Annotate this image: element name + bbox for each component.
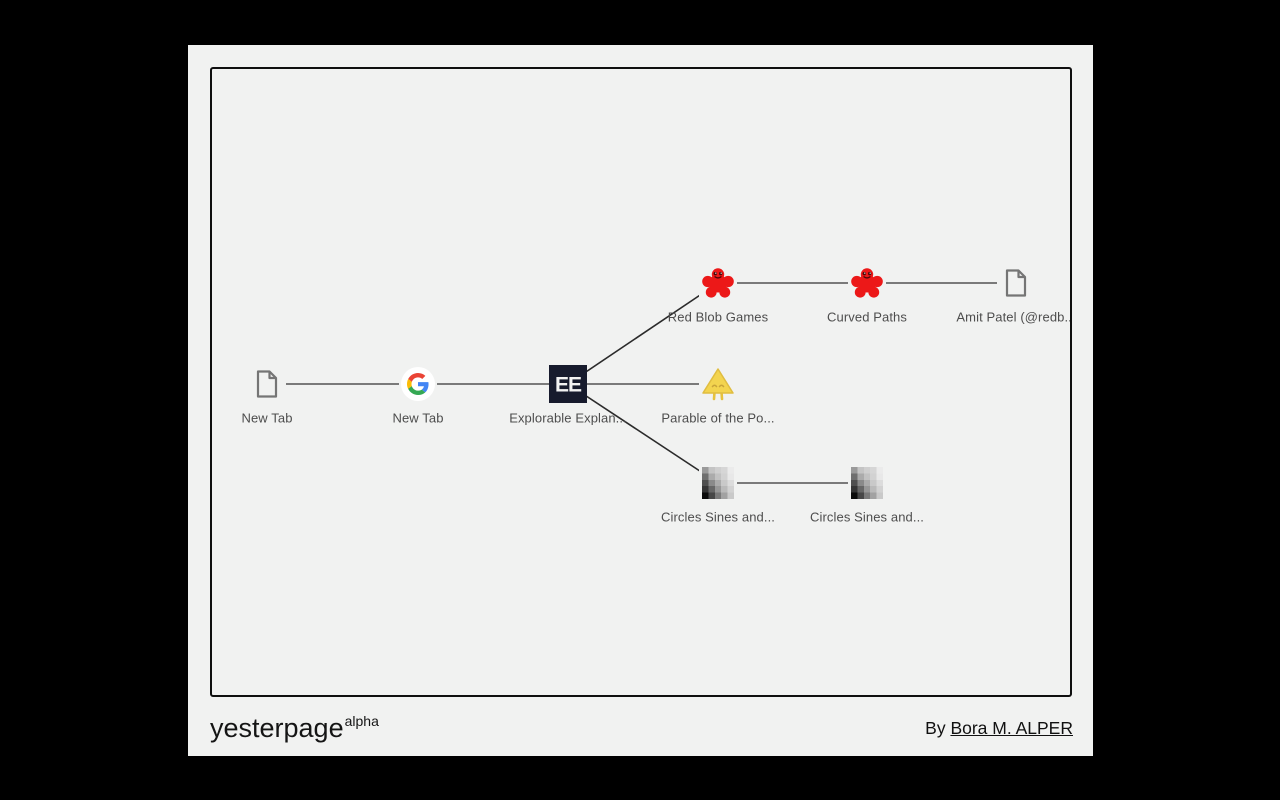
graph-node-n2[interactable] bbox=[399, 365, 437, 403]
yesterpage-app: New Tab New Tab EE Explorable Explan... bbox=[188, 45, 1093, 756]
graph-node-n1[interactable] bbox=[248, 365, 286, 403]
footer: yesterpagealpha By Bora M. ALPER bbox=[210, 703, 1073, 753]
google-icon bbox=[401, 367, 435, 401]
byline: By Bora M. ALPER bbox=[925, 718, 1073, 739]
graph-node-n4[interactable] bbox=[699, 264, 737, 302]
brand-name: yesterpage bbox=[210, 712, 344, 743]
node-label: New Tab bbox=[241, 410, 293, 426]
triangle-icon bbox=[701, 366, 735, 402]
graph-node-n3[interactable]: EE bbox=[549, 365, 587, 403]
redblob-icon bbox=[850, 266, 884, 300]
graph-edge bbox=[567, 383, 719, 484]
node-label: Curved Paths bbox=[827, 309, 907, 325]
graph-node-n8[interactable] bbox=[699, 464, 737, 502]
pixels-icon bbox=[851, 467, 883, 499]
graph-node-n7[interactable] bbox=[699, 365, 737, 403]
ee-icon: EE bbox=[549, 365, 587, 403]
pixels-icon bbox=[702, 467, 734, 499]
node-label: Parable of the Po... bbox=[661, 410, 775, 426]
page-icon bbox=[1005, 269, 1027, 297]
page-icon bbox=[256, 370, 278, 398]
byline-prefix: By bbox=[925, 717, 951, 738]
graph-node-n6[interactable] bbox=[997, 264, 1035, 302]
node-label: Circles Sines and... bbox=[810, 509, 924, 525]
node-label: Circles Sines and... bbox=[661, 509, 775, 525]
redblob-icon bbox=[701, 266, 735, 300]
graph-node-n9[interactable] bbox=[848, 464, 886, 502]
graph-edges bbox=[267, 282, 1016, 484]
graph-node-n5[interactable] bbox=[848, 264, 886, 302]
history-graph-canvas[interactable]: New Tab New Tab EE Explorable Explan... bbox=[210, 67, 1072, 697]
node-label: Red Blob Games bbox=[667, 309, 769, 325]
author-link[interactable]: Bora M. ALPER bbox=[950, 717, 1073, 738]
alpha-badge: alpha bbox=[344, 712, 379, 729]
svg-text:EE: EE bbox=[555, 374, 582, 397]
node-label: Explorable Explan... bbox=[509, 410, 627, 426]
brand-wordmark: yesterpagealpha bbox=[210, 712, 379, 744]
graph-edge bbox=[567, 282, 719, 385]
node-label: Amit Patel (@redb... bbox=[956, 309, 1072, 325]
node-label: New Tab bbox=[392, 410, 444, 426]
